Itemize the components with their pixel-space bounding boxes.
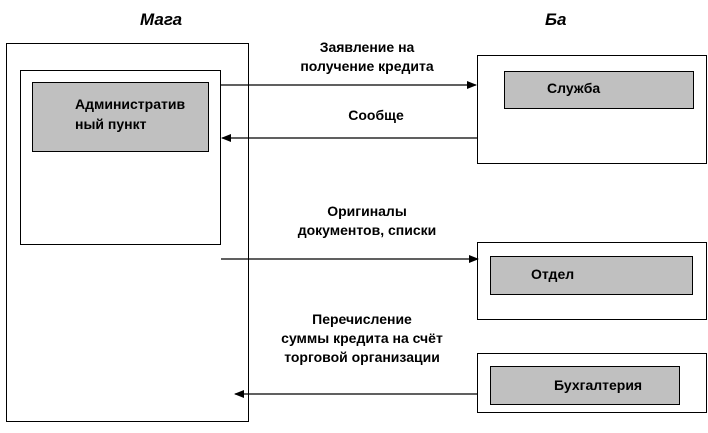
flow-label-message: Сообще bbox=[316, 106, 436, 125]
admin-point-box: Административ ный пункт bbox=[32, 82, 209, 152]
accounting-label: Бухгалтерия bbox=[554, 377, 643, 393]
flow-label-transfer: Перечисление суммы кредита на счёт торго… bbox=[262, 310, 462, 367]
flow-label-documents-line2: документов, списки bbox=[297, 222, 437, 238]
admin-point-label-line2: ный пункт bbox=[75, 116, 147, 132]
department-box: Отдел bbox=[490, 256, 693, 295]
department-label: Отдел bbox=[531, 266, 575, 282]
flow-label-transfer-line3: торговой организации bbox=[284, 349, 440, 365]
flow-label-application-line1: Заявление на bbox=[319, 39, 415, 55]
admin-point-label-line1: Административ bbox=[75, 96, 186, 112]
flow-label-transfer-line2: суммы кредита на счёт bbox=[281, 330, 443, 346]
flow-label-message-line1: Сообще bbox=[348, 107, 404, 123]
flow-label-application-line2: получение кредита bbox=[300, 58, 434, 74]
store-header: Мага bbox=[140, 10, 183, 29]
accounting-box: Бухгалтерия bbox=[490, 366, 680, 405]
flow-label-transfer-line1: Перечисление bbox=[312, 311, 412, 327]
flow-label-application: Заявление на получение кредита bbox=[278, 38, 456, 76]
flow-label-documents: Оригиналы документов, списки bbox=[278, 202, 456, 240]
service-label: Служба bbox=[547, 80, 601, 96]
service-box: Служба bbox=[504, 71, 694, 109]
bank-header: Ба bbox=[545, 10, 567, 29]
flow-label-documents-line1: Оригиналы bbox=[327, 203, 407, 219]
